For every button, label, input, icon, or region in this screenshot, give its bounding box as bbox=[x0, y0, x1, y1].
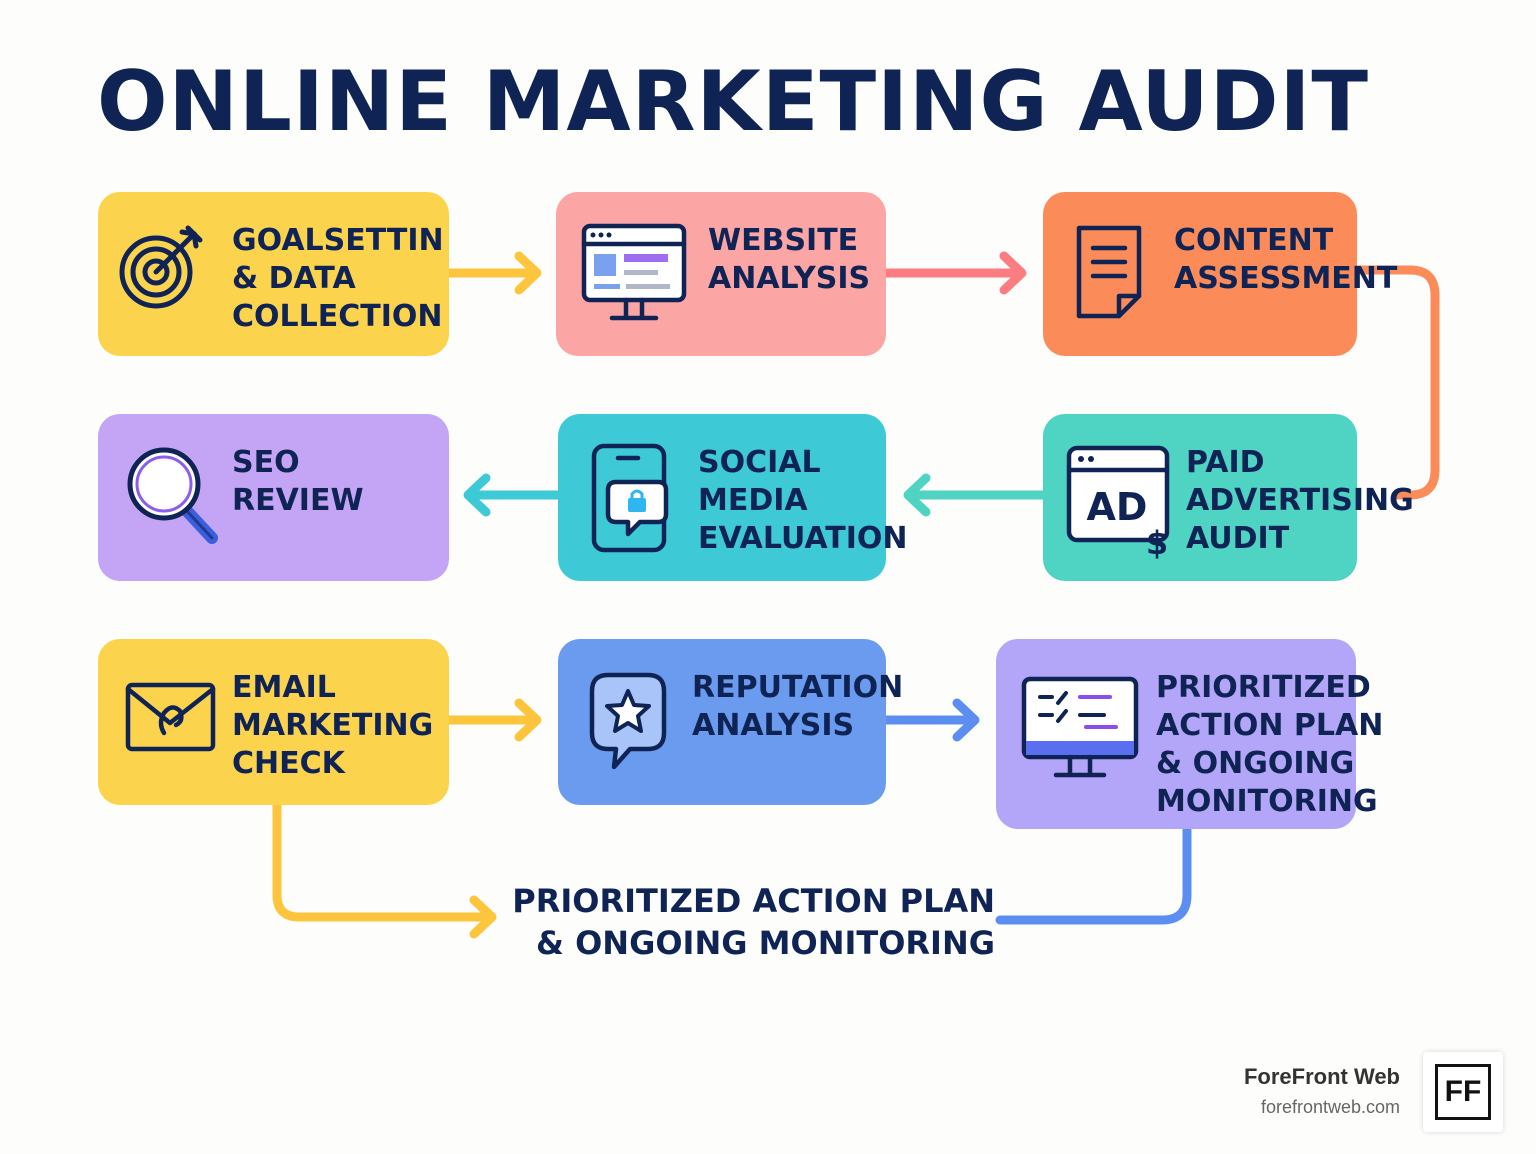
ad-icon: AD $ bbox=[1066, 445, 1170, 559]
connector-plan-to-final bbox=[995, 825, 1192, 925]
arrow-website-to-content bbox=[880, 251, 1027, 295]
final-outcome-label: PRIORITIZED ACTION PLAN& ONGOING MONITOR… bbox=[512, 882, 995, 962]
arrow-paid-to-social bbox=[903, 473, 1048, 517]
monitor-list-icon bbox=[1021, 676, 1139, 778]
arrow-email-to-reputation bbox=[443, 698, 542, 742]
brand-url: forefrontweb.com bbox=[1260, 1097, 1400, 1117]
svg-text:$: $ bbox=[1146, 524, 1168, 559]
page-title: ONLINE MARKETING AUDIT bbox=[96, 53, 1370, 150]
document-icon bbox=[1076, 225, 1142, 319]
monitor-icon bbox=[581, 223, 687, 321]
smartphone-chat-icon bbox=[591, 443, 669, 553]
arrow-goal-to-website bbox=[443, 251, 542, 295]
target-icon bbox=[119, 225, 203, 309]
magnifier-icon bbox=[127, 447, 218, 544]
brand-logo-mark: FF bbox=[1435, 1064, 1491, 1120]
envelope-icon bbox=[125, 682, 216, 752]
brand-name: ForeFront Web bbox=[1243, 1064, 1400, 1089]
svg-text:AD: AD bbox=[1087, 485, 1148, 529]
arrow-social-to-seo bbox=[463, 473, 563, 517]
connector-email-to-final bbox=[272, 800, 497, 939]
brand-logo: FF bbox=[1423, 1052, 1503, 1132]
star-bubble-icon bbox=[589, 672, 667, 770]
